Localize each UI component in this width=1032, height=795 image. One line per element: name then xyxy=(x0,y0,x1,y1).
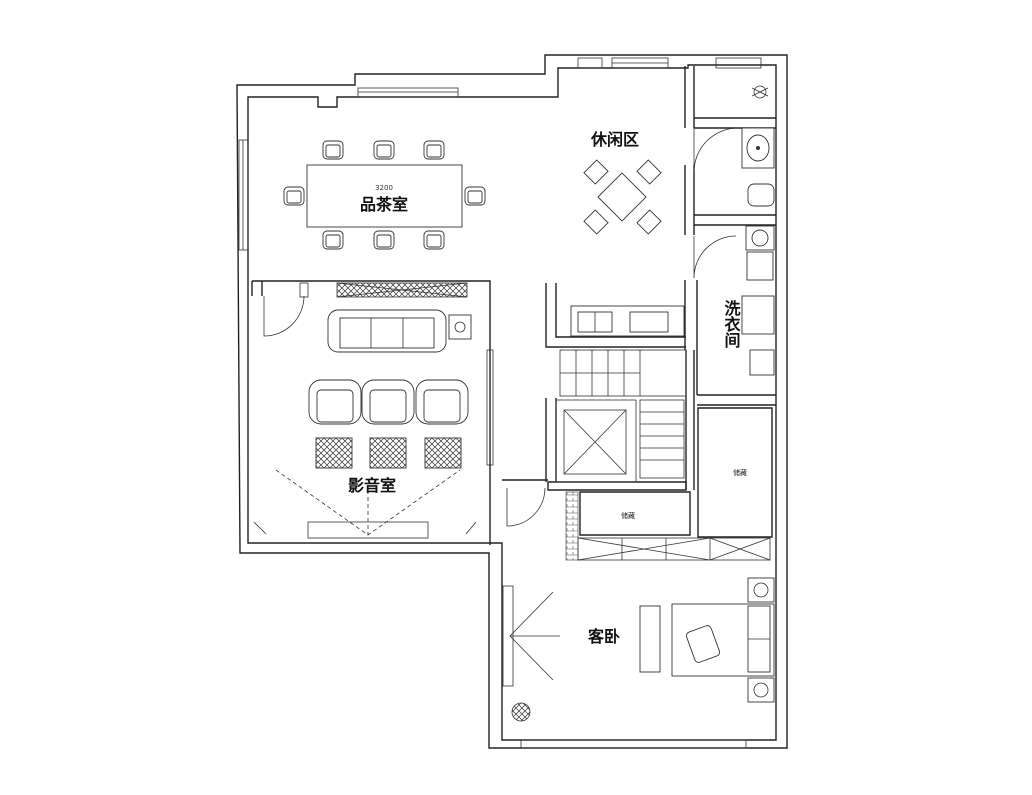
laundry-fixtures: 洗衣间 xyxy=(722,225,775,376)
guest-bedroom-label: 客卧 xyxy=(588,627,620,646)
tea-room-label: 品茶室 xyxy=(360,195,408,214)
laundry-label: 洗衣间 xyxy=(722,299,741,349)
bathroom-fixtures xyxy=(741,85,775,207)
leisure-area-furniture: 休闲区 xyxy=(583,130,662,235)
exterior-walls xyxy=(236,54,788,749)
elevator-shaft xyxy=(555,399,637,483)
interior-walls xyxy=(251,66,776,545)
av-room-label: 影音室 xyxy=(348,476,396,495)
doors xyxy=(263,127,739,527)
storage-label-1: 储藏 xyxy=(621,511,635,520)
storage-rooms: 储藏 储藏 xyxy=(565,468,771,561)
guest-bedroom-furniture: 客卧 xyxy=(502,577,775,722)
av-room-furniture: 影音室 xyxy=(253,309,477,539)
storage-label-2: 储藏 xyxy=(733,468,747,477)
staircase xyxy=(559,349,687,479)
tea-table-dimension: 3200 xyxy=(375,184,393,192)
tea-room-furniture: 3200 品茶室 xyxy=(283,140,486,298)
leisure-area-label: 休闲区 xyxy=(590,130,639,149)
kitchen-counter xyxy=(570,305,685,337)
